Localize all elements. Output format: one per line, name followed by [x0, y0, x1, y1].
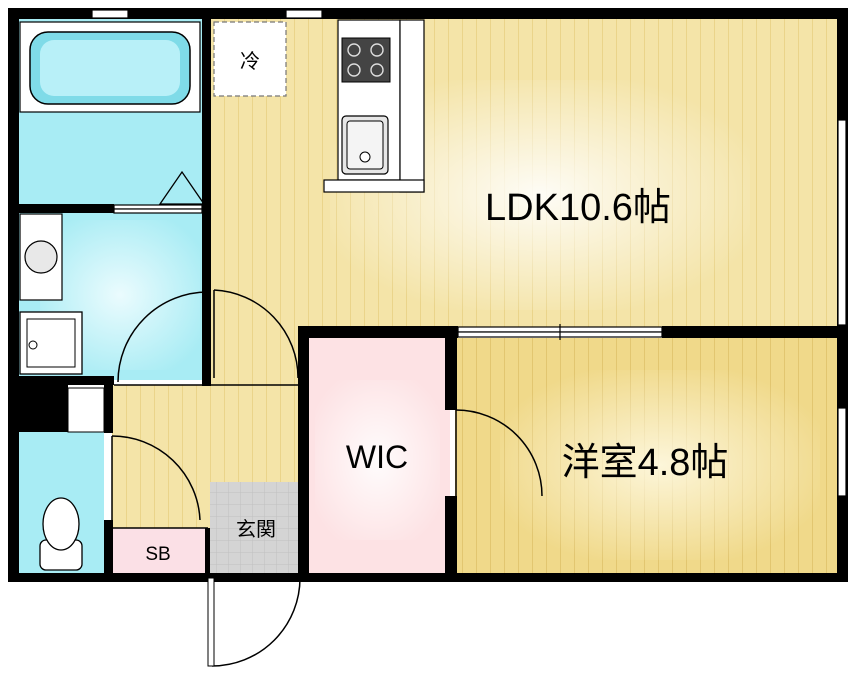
shoe-box-label: SB — [145, 544, 170, 565]
thin-partitions — [112, 384, 298, 529]
wall-ldk-bottom — [298, 326, 458, 338]
door-ldk[interactable] — [213, 289, 299, 379]
wall-west-top-right — [662, 326, 838, 338]
window-ldk-right — [837, 119, 847, 326]
western-room-glow — [500, 370, 820, 560]
windows — [91, 9, 847, 497]
access-hatch-icon — [158, 170, 206, 205]
shoe-box-floor — [112, 528, 208, 574]
toilet-icon — [39, 497, 83, 571]
stove-icon — [341, 37, 391, 83]
wall-bath-wash — [18, 204, 114, 213]
wall-wic-right — [445, 330, 457, 410]
ldk-label: LDK10.6帖 — [485, 187, 671, 229]
floors — [18, 18, 838, 574]
toilet-shelf — [67, 387, 105, 433]
door-western[interactable] — [455, 409, 543, 497]
wall-entrance-left — [205, 528, 210, 574]
wall-wic-right-lower — [445, 496, 457, 576]
washer-pan-icon — [19, 311, 83, 375]
fridge-space — [213, 21, 287, 97]
western-room-label: 洋室4.8帖 — [562, 442, 729, 484]
bathtub-icon — [19, 21, 201, 113]
sliding-door-ldk-western[interactable] — [457, 324, 663, 340]
window-west-right — [837, 407, 847, 497]
ldk-lower-floor — [210, 290, 305, 385]
wall-toilet-right — [104, 385, 113, 433]
wall-toilet-top — [18, 385, 68, 432]
wall-wash-bottom — [18, 376, 114, 385]
door-toilet[interactable] — [111, 435, 201, 521]
wic-glow — [315, 380, 440, 540]
wall-toilet-right-lower — [104, 520, 113, 574]
entrance-floor — [210, 482, 302, 574]
outer-wall-left — [8, 8, 19, 582]
sliding-door-bath[interactable] — [113, 204, 203, 214]
fridge-label: 冷 — [240, 50, 260, 73]
wash-basin-icon — [19, 213, 63, 301]
outer-wall-top — [8, 8, 848, 19]
wall-wet-partition — [202, 18, 211, 386]
front-door-panel — [207, 577, 215, 667]
wall-wic-left — [298, 326, 309, 576]
window-bath — [91, 9, 129, 19]
kitchen-sink-icon — [341, 115, 389, 175]
door-washroom[interactable] — [117, 291, 209, 383]
door-front[interactable] — [211, 577, 301, 667]
wic-label: WIC — [346, 439, 408, 475]
entrance-label: 玄関 — [236, 518, 276, 541]
outer-wall-bottom — [8, 573, 848, 582]
window-kitchen — [285, 9, 323, 19]
